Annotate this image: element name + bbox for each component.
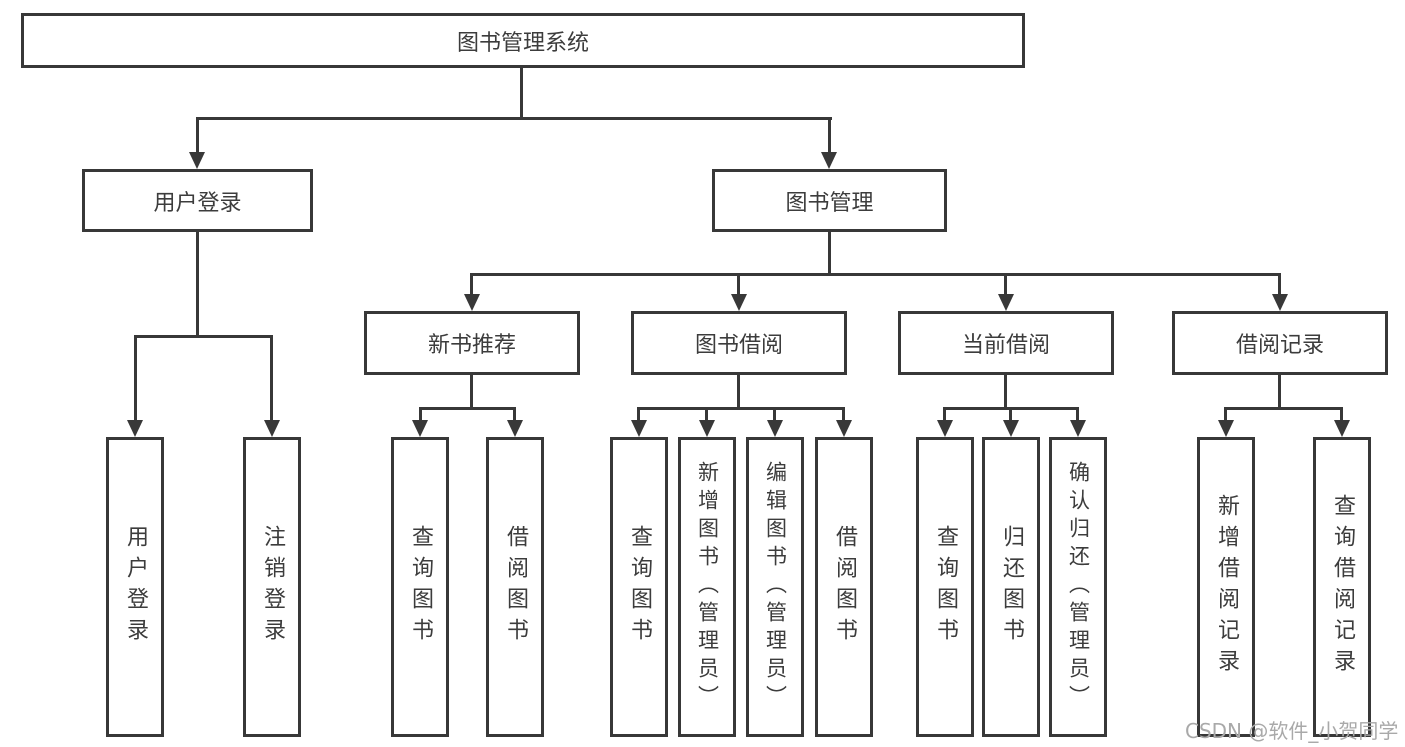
arrow-down-icon: [464, 294, 480, 311]
connector-book-mgmt-drop-2: [737, 273, 740, 295]
connector-nbr-drop-2: [513, 407, 516, 421]
connector-root-stub: [520, 68, 523, 117]
connector-br-stub: [1278, 375, 1281, 407]
connector-br-drop-1: [1224, 407, 1227, 421]
connector-nbr-stub: [470, 375, 473, 407]
leaf-nbr-query-books: 查询图书: [391, 437, 449, 737]
connector-book-mgmt-drop-4: [1278, 273, 1281, 295]
watermark: CSDN @软件_小贺同学: [1185, 719, 1399, 743]
leaf-bb-query-books: 查询图书: [610, 437, 668, 737]
connector-user-login-drop-1: [134, 335, 137, 420]
arrow-down-icon: [699, 420, 715, 437]
node-root: 图书管理系统: [21, 13, 1025, 68]
connector-bb-drop-2: [705, 407, 708, 421]
connector-bb-drop-1: [637, 407, 640, 421]
arrow-down-icon: [767, 420, 783, 437]
connector-user-login-stub: [196, 232, 199, 335]
node-book-mgmt: 图书管理: [712, 169, 947, 232]
connector-bb-stub: [737, 375, 740, 407]
node-book-borrow: 图书借阅: [631, 311, 847, 375]
arrow-down-icon: [631, 420, 647, 437]
connector-br-drop-2: [1340, 407, 1343, 421]
arrow-down-icon: [1272, 294, 1288, 311]
connector-br-bar: [1225, 407, 1343, 410]
connector-book-mgmt-drop-1: [470, 273, 473, 295]
arrow-down-icon: [937, 420, 953, 437]
connector-book-mgmt-drop-3: [1004, 273, 1007, 295]
arrow-down-icon: [264, 420, 280, 437]
connector-nbr-bar: [419, 407, 516, 410]
leaf-br-query-record: 查询借阅记录: [1313, 437, 1371, 737]
connector-user-login-drop-2: [270, 335, 273, 420]
connector-cb-drop-2: [1009, 407, 1012, 421]
connector-root-left-drop: [196, 117, 199, 153]
connector-root-right-drop: [828, 117, 831, 153]
leaf-cb-return-books: 归还图书: [982, 437, 1040, 737]
arrow-down-icon: [731, 294, 747, 311]
connector-cb-drop-1: [943, 407, 946, 421]
arrow-down-icon: [1070, 420, 1086, 437]
leaf-br-add-record: 新增借阅记录: [1197, 437, 1255, 737]
node-user-login: 用户登录: [82, 169, 313, 232]
leaf-bb-add-books-admin: 新增图书（管理员）: [678, 437, 736, 737]
arrow-down-icon: [1334, 420, 1350, 437]
leaf-nbr-borrow-books: 借阅图书: [486, 437, 544, 737]
arrow-down-icon: [998, 294, 1014, 311]
arrow-down-icon: [189, 152, 205, 169]
arrow-down-icon: [836, 420, 852, 437]
connector-nbr-drop-1: [419, 407, 422, 421]
arrow-down-icon: [412, 420, 428, 437]
connector-bb-bar: [638, 407, 845, 410]
connector-bb-drop-3: [773, 407, 776, 421]
connector-root-bar: [196, 117, 832, 120]
connector-cb-drop-3: [1076, 407, 1079, 421]
connector-book-mgmt-bar: [471, 273, 1281, 276]
leaf-bb-edit-books-admin: 编辑图书（管理员）: [746, 437, 804, 737]
arrow-down-icon: [127, 420, 143, 437]
arrow-down-icon: [821, 152, 837, 169]
leaf-logout: 注销登录: [243, 437, 301, 737]
leaf-cb-query-books: 查询图书: [916, 437, 974, 737]
connector-book-mgmt-stub: [828, 232, 831, 273]
node-current-borrow: 当前借阅: [898, 311, 1114, 375]
arrow-down-icon: [507, 420, 523, 437]
connector-user-login-bar: [134, 335, 273, 338]
arrow-down-icon: [1218, 420, 1234, 437]
node-new-book-rec: 新书推荐: [364, 311, 580, 375]
connector-cb-stub: [1004, 375, 1007, 407]
connector-bb-drop-4: [842, 407, 845, 421]
leaf-user-login: 用户登录: [106, 437, 164, 737]
leaf-bb-borrow-books: 借阅图书: [815, 437, 873, 737]
arrow-down-icon: [1003, 420, 1019, 437]
leaf-cb-confirm-return-admin: 确认归还（管理员）: [1049, 437, 1107, 737]
node-borrow-records: 借阅记录: [1172, 311, 1388, 375]
